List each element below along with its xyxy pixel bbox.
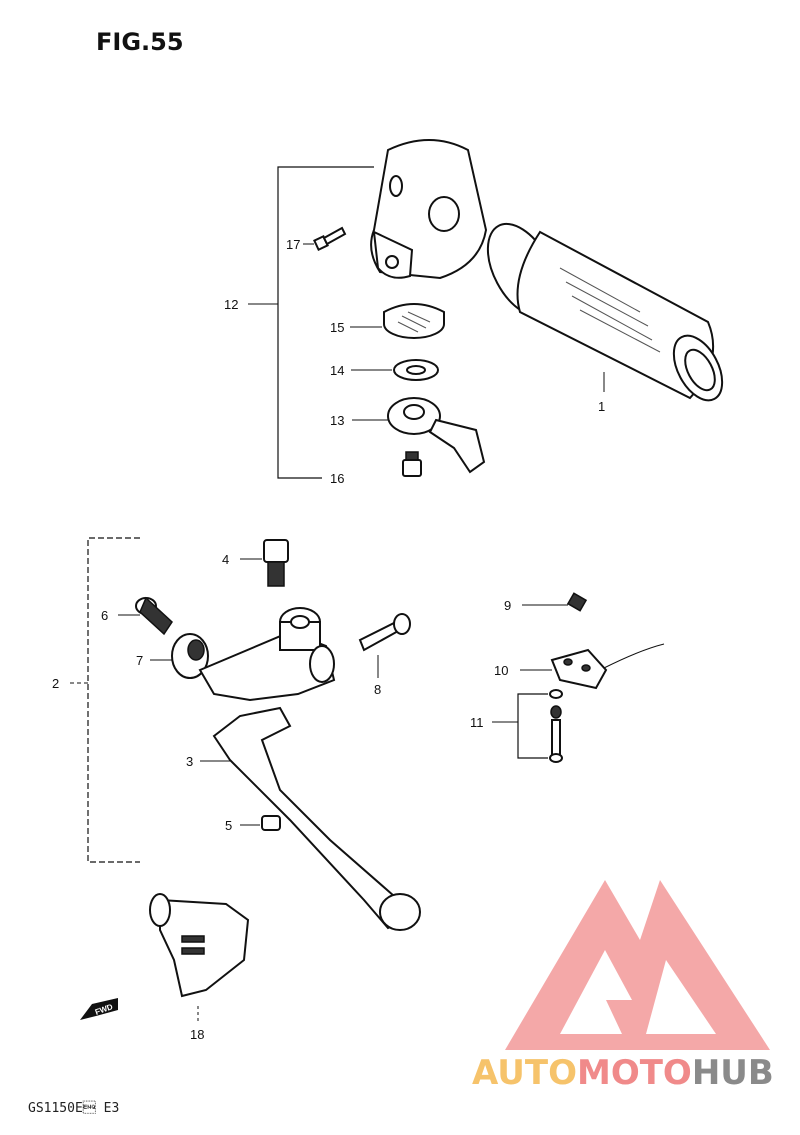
part-13 [387, 397, 486, 474]
lever-holder [198, 607, 336, 702]
callout-4: 4 [222, 552, 229, 567]
throttle-grip [486, 222, 724, 402]
callout-2: 2 [52, 676, 59, 691]
clutch-lever [212, 706, 421, 931]
bracket-12 [277, 166, 374, 479]
washer-14 [393, 359, 439, 381]
callout-13: 13 [330, 413, 344, 428]
nut-5 [261, 815, 281, 831]
part-7 [171, 633, 209, 679]
switch-18 [149, 893, 250, 998]
watermark-moto: MOTO [577, 1053, 692, 1093]
part-9 [566, 592, 588, 612]
callout-7: 7 [136, 653, 143, 668]
bolt-16 [402, 451, 422, 477]
callout-6: 6 [101, 608, 108, 623]
part-6 [135, 596, 173, 636]
callout-8: 8 [374, 682, 381, 697]
callout-5: 5 [225, 818, 232, 833]
part-10 [550, 643, 665, 690]
callout-16: 16 [330, 471, 344, 486]
bolt-4 [263, 539, 289, 587]
figure-code: GS1150E E3 [28, 1100, 119, 1116]
switch-housing [370, 139, 488, 280]
watermark-text: AUTOMOTOHUB [472, 1053, 774, 1093]
callout-10: 10 [494, 663, 508, 678]
callout-18: 18 [190, 1027, 204, 1042]
part-15 [383, 303, 445, 339]
callout-12: 12 [224, 297, 238, 312]
callout-15: 15 [330, 320, 344, 335]
bolt-8 [358, 613, 411, 652]
callout-3: 3 [186, 754, 193, 769]
callout-17: 17 [286, 237, 300, 252]
fwd-arrow-icon: FWD [80, 998, 118, 1020]
callout-11: 11 [470, 715, 484, 730]
callout-9: 9 [504, 598, 511, 613]
figure-title: FIG.55 [96, 28, 184, 56]
bracket-2 [87, 537, 140, 863]
watermark-hub: HUB [692, 1053, 774, 1093]
watermark-logo [505, 880, 770, 1050]
screw-17 [313, 226, 347, 251]
callout-14: 14 [330, 363, 344, 378]
callout-1: 1 [598, 399, 605, 414]
bracket-11 [517, 693, 548, 759]
part-11 [549, 689, 563, 763]
watermark-auto: AUTO [472, 1053, 577, 1093]
